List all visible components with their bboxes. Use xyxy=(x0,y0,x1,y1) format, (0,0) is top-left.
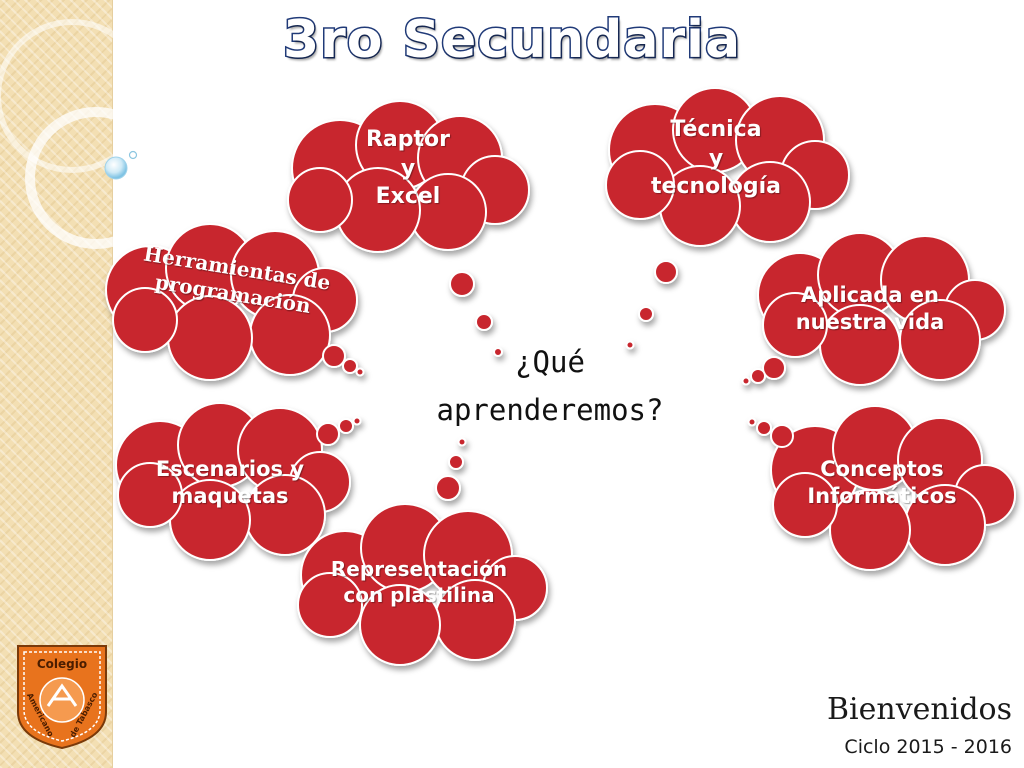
bubble-conceptos-text: Conceptos Informáticos xyxy=(792,456,972,511)
slide-title: 3ro Secundaria xyxy=(281,9,742,72)
school-logo: Colegio Americano de Tabasco xyxy=(14,642,110,752)
bubble-line: Conceptos xyxy=(820,457,944,481)
bubble-raptor-text: Raptor y Excel xyxy=(340,126,476,212)
cloud-escenarios xyxy=(115,402,351,561)
bubble-line: con plastilina xyxy=(343,583,495,607)
bubble-escenarios-text: Escenarios y maquetas xyxy=(140,456,320,511)
cloud-tecnica xyxy=(605,87,850,247)
bubble-line: Técnica xyxy=(670,117,762,142)
thought-dots xyxy=(316,260,794,501)
cloud-herramientas xyxy=(105,223,358,381)
central-question: ¿Qué aprenderemos? xyxy=(380,338,720,434)
bubble-tecnica-text: Técnica y tecnología xyxy=(636,116,796,202)
bubble-line: Aplicada en xyxy=(800,283,939,307)
bubble-line: y xyxy=(400,155,416,181)
cloud-conceptos xyxy=(770,405,1016,571)
bubble-line: Escenarios y xyxy=(155,457,305,481)
bubble-line: tecnología xyxy=(650,174,782,200)
bubble-line: nuestra vida xyxy=(795,310,945,335)
school-logo-graphic: Colegio Americano de Tabasco xyxy=(17,645,107,750)
question-line: ¿Qué xyxy=(515,345,585,379)
cloud-representacion xyxy=(297,503,548,666)
decorative-orb xyxy=(104,156,128,180)
cloud-raptor xyxy=(287,100,530,253)
question-line: aprenderemos? xyxy=(436,393,664,427)
welcome-text: Bienvenidos xyxy=(827,692,1012,727)
bubble-representacion-text: Representación con plastilina xyxy=(312,556,526,608)
cloud-aplicada xyxy=(757,232,1006,386)
bubble-line: maquetas xyxy=(171,484,289,509)
logo-text-colegio: Colegio xyxy=(37,657,87,671)
bubble-aplicada-text: Aplicada en nuestra vida xyxy=(782,282,958,337)
bubble-line: y xyxy=(708,145,724,171)
cycle-text: Ciclo 2015 - 2016 xyxy=(844,736,1012,758)
decorative-ring xyxy=(0,19,149,173)
decorative-ring xyxy=(25,107,167,249)
bubble-line: Informáticos xyxy=(807,484,957,509)
decorative-orb xyxy=(128,150,138,160)
bubble-line: Excel xyxy=(375,184,441,210)
bubble-line: Representación xyxy=(330,557,508,581)
bubble-line: Raptor xyxy=(365,127,450,152)
